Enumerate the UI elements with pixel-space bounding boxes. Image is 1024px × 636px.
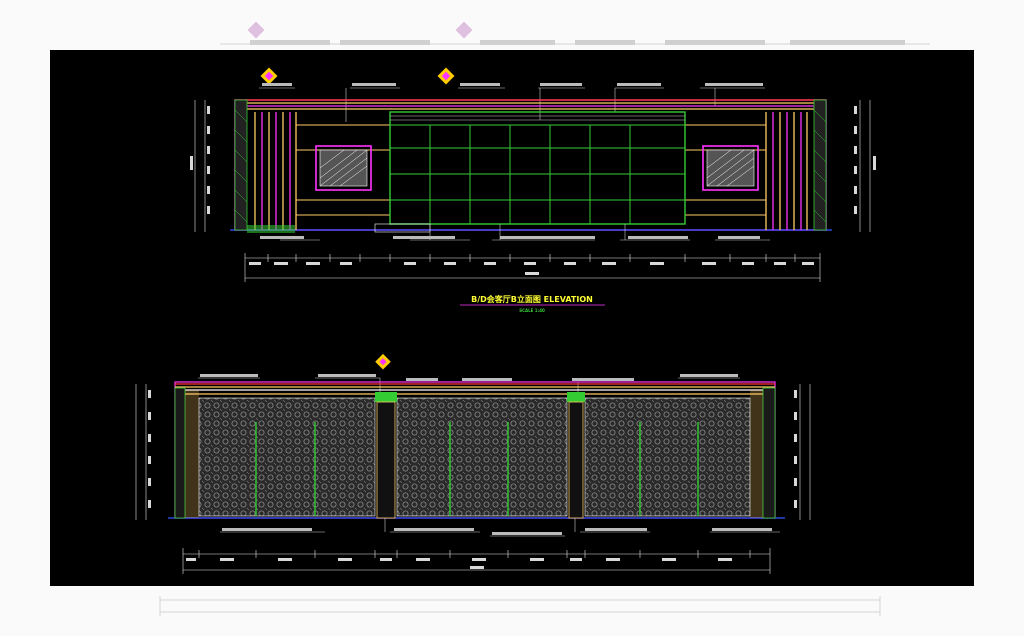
note-labels-top-2 bbox=[200, 374, 738, 381]
dimension-text-marks bbox=[249, 262, 814, 275]
vertical-dimension-lines bbox=[194, 100, 871, 232]
note-labels-top bbox=[262, 83, 763, 86]
vertical-dimension-lines-2 bbox=[135, 384, 811, 520]
central-grid-panel bbox=[389, 111, 686, 225]
right-trim-2 bbox=[750, 390, 763, 518]
note-labels-bottom bbox=[260, 236, 760, 239]
left-framed-panel bbox=[315, 145, 372, 191]
section-marker-icon bbox=[375, 353, 391, 370]
left-wall-cap bbox=[234, 99, 248, 231]
left-cap-2 bbox=[174, 387, 186, 519]
note-leaders bbox=[259, 87, 765, 122]
lace-panel-center bbox=[396, 397, 568, 517]
vertical-dimension-marks-2 bbox=[148, 390, 797, 508]
section-marker-icon bbox=[437, 67, 455, 85]
cad-drawing-sheet: B/D会客厅B立面图 ELEVATION SCALE 1:40 bbox=[50, 50, 974, 586]
lace-panel-left bbox=[198, 397, 376, 517]
panel-divider-strips bbox=[255, 422, 699, 516]
vertical-dimension-marks bbox=[190, 106, 876, 214]
right-wall-cap bbox=[813, 99, 827, 231]
elevation-1: B/D会客厅B立面图 ELEVATION SCALE 1:40 bbox=[190, 67, 876, 313]
note-labels-bottom-2 bbox=[222, 528, 772, 535]
right-framed-panel bbox=[702, 145, 759, 191]
elevation-2 bbox=[135, 353, 811, 574]
ceiling-bands bbox=[235, 99, 826, 110]
right-cap-2 bbox=[762, 387, 776, 519]
ceiling-bands-2 bbox=[175, 383, 775, 395]
elevation-1-title: B/D会客厅B立面图 ELEVATION bbox=[471, 294, 593, 304]
base-detail-green bbox=[247, 225, 295, 233]
section-marker-icon bbox=[260, 67, 278, 85]
green-posts bbox=[375, 392, 585, 519]
horizontal-dimension-lines bbox=[244, 253, 821, 282]
left-trim-2 bbox=[185, 390, 199, 518]
cap-hatch bbox=[234, 109, 827, 223]
lace-panel-right bbox=[584, 397, 751, 517]
elevation-1-scale: SCALE 1:40 bbox=[519, 308, 545, 313]
dimension-text-marks-2 bbox=[186, 558, 732, 569]
bottom-note-leaders-2 bbox=[220, 518, 780, 537]
right-wood-strips bbox=[765, 112, 808, 230]
bottom-note-leaders bbox=[280, 224, 770, 241]
horizontal-dimension-lines-2 bbox=[182, 548, 771, 574]
base-detail-left bbox=[374, 223, 431, 233]
left-wood-strips bbox=[254, 112, 297, 230]
cad-drawing-canvas: B/D会客厅B立面图 ELEVATION SCALE 1:40 bbox=[135, 67, 876, 574]
